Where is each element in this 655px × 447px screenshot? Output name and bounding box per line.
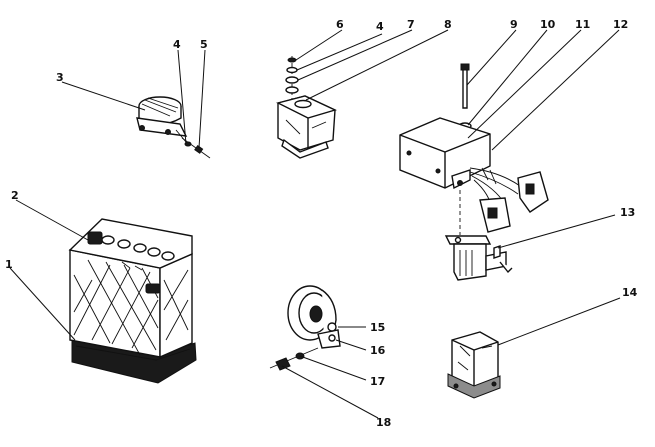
callout-6: 6 [336,18,344,31]
callout-13: 13 [620,206,635,219]
buzzer-unit [136,96,188,143]
callout-4b: 4 [376,20,384,33]
callout-12: 12 [613,18,628,31]
fastener-stack-left [285,56,299,100]
callout-4a: 4 [173,38,181,51]
callout-10: 10 [540,18,556,31]
callout-2: 2 [11,189,19,202]
callout-11: 11 [575,18,590,31]
leader-lines [9,29,621,419]
callout-16: 16 [370,344,386,357]
battery [68,218,197,384]
callout-1: 1 [5,258,13,271]
horn [287,285,341,349]
callout-5: 5 [200,38,208,51]
callout-9: 9 [510,18,518,31]
callout-8: 8 [444,18,452,31]
regulator-unit [447,331,501,399]
control-box [399,117,549,235]
callout-7: 7 [407,18,415,31]
callout-17: 17 [370,375,385,388]
callout-14: 14 [622,286,638,299]
flasher-unit [276,95,337,159]
screw-and-washer [181,137,211,159]
callout-15: 15 [370,321,385,334]
horn-fasteners [269,347,319,371]
terminal-block [444,235,513,281]
callout-3: 3 [56,71,64,84]
callout-labels: 1 2 3 4 5 6 4 7 8 9 10 11 12 13 14 15 16… [5,18,638,429]
callout-18: 18 [376,416,391,429]
